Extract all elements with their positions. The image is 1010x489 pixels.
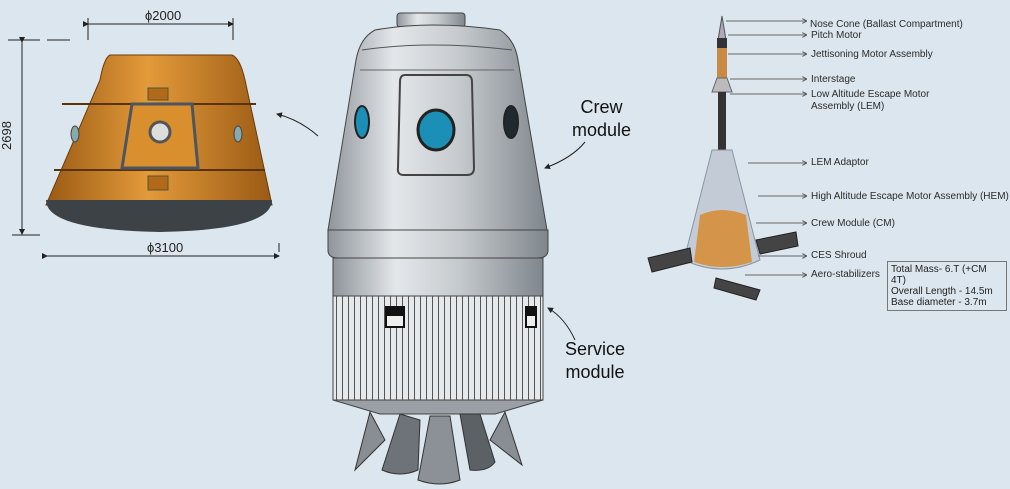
spec-base-diameter: Base diameter - 3.7m xyxy=(891,297,987,308)
label-lem-adaptor: LEM Adaptor xyxy=(811,157,869,168)
label-lem-line1: Low Altitude Escape Motor xyxy=(811,89,930,100)
label-lem-line2: Assembly (LEM) xyxy=(811,101,885,112)
spec-total-mass: Total Mass- 6.T (+CM 4T) xyxy=(891,264,987,286)
service-module-label: Service module xyxy=(565,338,625,384)
label-aero-stabilizers: Aero-stabilizers xyxy=(811,269,880,280)
crew-module-label-line2: module xyxy=(572,120,632,140)
specs-box: Total Mass- 6.T (+CM 4T) Overall Length … xyxy=(887,261,1007,311)
dimension-lines xyxy=(8,18,319,259)
label-nose-cone: Nose Cone (Ballast Compartment) xyxy=(810,19,963,30)
service-module-label-line1: Service xyxy=(565,339,626,359)
top-diameter-label: ϕ2000 xyxy=(145,8,182,23)
label-ces-shroud: CES Shroud xyxy=(811,250,867,261)
crew-module-label-line1: Crew xyxy=(580,97,623,117)
crew-module-capsule-drawing xyxy=(45,54,273,232)
pointer-arrows xyxy=(544,141,586,341)
label-crew-module: Crew Module (CM) xyxy=(811,218,895,229)
ces-leader-lines xyxy=(726,21,806,275)
spec-overall-length: Overall Length - 14.5m xyxy=(891,286,993,297)
label-jettisoning-motor: Jettisoning Motor Assembly xyxy=(811,49,933,60)
label-interstage: Interstage xyxy=(811,74,856,85)
base-diameter-label: ϕ3100 xyxy=(147,240,184,255)
label-pitch-motor: Pitch Motor xyxy=(811,30,862,41)
label-hem: High Altitude Escape Motor Assembly (HEM… xyxy=(811,191,1009,202)
spacecraft-drawing xyxy=(327,12,549,485)
crew-escape-system-drawing xyxy=(647,15,799,301)
crew-module-label: Crew module xyxy=(572,96,631,142)
service-module-label-line2: module xyxy=(565,362,625,382)
height-label: 2698 xyxy=(0,121,14,150)
